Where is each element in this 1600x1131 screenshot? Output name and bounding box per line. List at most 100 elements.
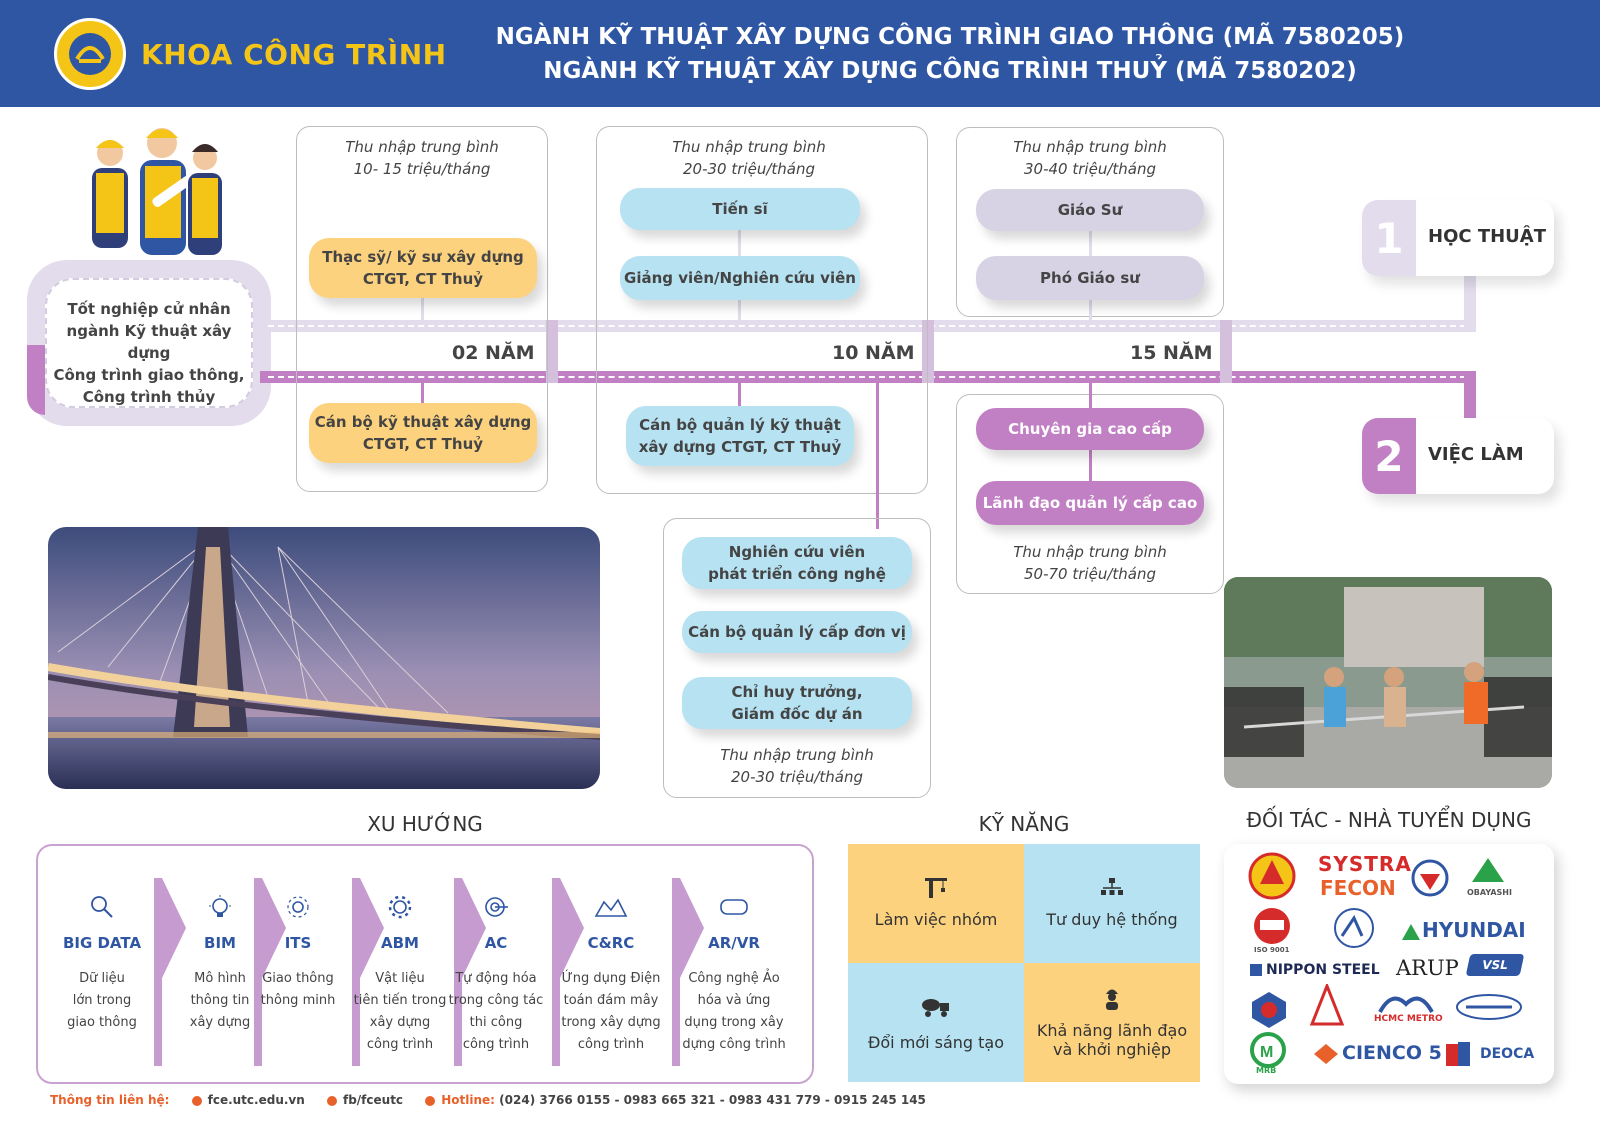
obayashi-logo-icon [1472,858,1504,882]
desc-line: Vật liệu [375,971,425,986]
stage-10-years-frame [596,126,928,494]
cienco-logo-icon [1248,852,1296,900]
pill-line: xây dựng CTGT, CT Thuỷ [638,438,842,456]
cienco-badge-icon [1252,992,1286,1028]
partner-logo: DEOCA [1480,1046,1535,1062]
desc-line: giao thông [67,1015,137,1030]
stage1-income: Thu nhập trung bình 10- 15 triệu/tháng [296,136,548,180]
skill-label: Đổi mới sáng tạo [867,1033,1004,1052]
stage2-income: Thu nhập trung bình 20-30 triệu/tháng [596,136,902,180]
cloud-icon [594,898,628,917]
graduation-line: Công trình thủy [82,388,216,406]
trend-name: ITS [284,934,312,952]
partner-logo: SYSTRA [1318,852,1412,876]
partner-logo: ARUP [1396,956,1459,980]
income-label: Thu nhập trung bình [1013,543,1167,561]
chevron-divider [154,878,186,1066]
trend-name: AC [484,934,508,952]
skills-heading: KỸ NĂNG [978,812,1070,836]
desc-line: tiên tiến trong [353,993,447,1008]
chevron-divider [254,878,286,1066]
desc-line: thi công [469,1015,523,1030]
desc-line: thông tin [190,993,250,1008]
nippon-steel-icon [1250,964,1262,976]
partner-logo: VSL [1465,954,1525,976]
trend-name: BIG DATA [62,934,142,952]
partner-emblem-icon [1411,859,1449,897]
academic-track-dash [268,325,1466,327]
page-header [0,0,1600,107]
cienco5-icon [1314,1044,1338,1064]
desc-line: thông minh [260,993,336,1008]
skill-label: Khả năng lãnh đạo [1036,1021,1188,1040]
career-phd: Tiến sĩ [620,188,860,230]
desc-line: Dữ liệu [79,971,125,986]
partner-logo: MRB [1256,1066,1277,1075]
desc-line: hóa và ứng [697,993,771,1008]
program-title-1: NGÀNH KỸ THUẬT XÂY DỰNG CÔNG TRÌNH GIAO … [495,24,1405,50]
stage-10-years-employment-frame [663,518,931,798]
employment-track-dash [268,376,1466,378]
academic-track-rise [1464,275,1476,332]
career-project-director: Chỉ huy trưởng, Giám đốc dự án [682,677,912,729]
employment-track-badge: 2 VIỆC LÀM [1362,418,1554,494]
magnifier-icon [91,896,113,918]
connector [738,381,741,411]
career-unit-manager: Cán bộ quản lý cấp đơn vị [682,611,912,653]
year-marker-15: 15 NĂM [1130,342,1213,364]
facebook-link[interactable]: fb/fceutc [342,1093,404,1107]
desc-line: xây dựng [189,1015,251,1030]
pill-line: Chỉ huy trưởng, [731,683,863,701]
skill-label: Tư duy hệ thống [1046,910,1178,929]
desc-line: Công nghệ Ảo [688,971,780,986]
partner-oval-icon [1456,994,1522,1020]
skills-grid: Làm việc nhóm Tư duy hệ thống Đổi mới sá… [848,844,1200,1082]
income-value: 10- 15 triệu/tháng [353,160,491,178]
graduation-track-purple [27,345,45,415]
network-icon [1101,878,1123,895]
pill-line: Giám đốc dự án [731,705,863,723]
network-icon [287,896,309,918]
income-value: 20-30 triệu/tháng [731,768,863,786]
trends-heading: XU HƯỚNG [367,812,483,836]
desc-line: dụng trong xây [684,1015,784,1030]
graduation-line: Tốt nghiệp cử nhân [67,300,231,318]
chevron-divider [352,878,384,1066]
skill-label: Làm việc nhóm [874,910,998,929]
partner-logo: HYUNDAI [1422,918,1526,942]
track-label: VIỆC LÀM [1428,444,1524,465]
trend-name: AR/VR [708,934,760,952]
income-label: Thu nhập trung bình [345,138,499,156]
chevron-divider [672,878,704,1066]
website-link[interactable]: fce.utc.edu.vn [207,1093,305,1107]
connector [421,381,424,405]
crane-icon [925,878,947,898]
desc-line: công trình [577,1037,645,1052]
skill-innovation: Đổi mới sáng tạo [848,963,1024,1082]
svg-text:M: M [1260,1044,1273,1061]
stage2b-income: Thu nhập trung bình 20-30 triệu/tháng [663,744,931,788]
skill-teamwork: Làm việc nhóm [848,844,1024,963]
academic-track-badge: 1 HỌC THUẬT [1362,200,1554,276]
desc-line: toán đám mây [563,993,659,1008]
year-divider [922,320,934,383]
partner-logo: NIPPON STEEL [1266,962,1380,978]
track-number: 2 [1362,418,1416,494]
career-senior-leader: Lãnh đạo quản lý cấp cao [976,481,1204,525]
stage3-income-2: Thu nhập trung bình 50-70 triệu/tháng [956,541,1224,585]
desc-line: Tự động hóa [455,971,537,986]
partner-tower-icon [1309,984,1345,1026]
stage-2-years-frame [296,126,548,492]
income-label: Thu nhập trung bình [1013,138,1167,156]
chevron-divider [454,878,486,1066]
income-value: 30-40 triệu/tháng [1024,160,1156,178]
